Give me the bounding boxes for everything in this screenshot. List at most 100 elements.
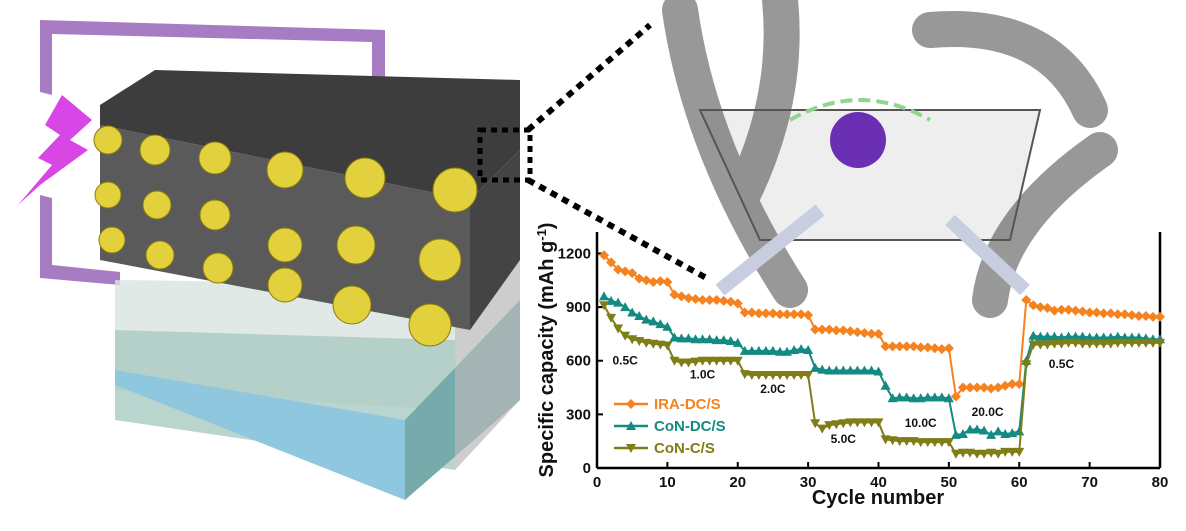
data-point: [669, 289, 680, 300]
data-point: [599, 301, 610, 311]
series-con-c-s: [599, 301, 1165, 459]
polysulfide-sphere: [830, 112, 886, 168]
data-point: [662, 341, 673, 351]
data-point: [1098, 332, 1109, 342]
data-point: [894, 392, 905, 402]
data-point: [1063, 304, 1074, 315]
data-point: [669, 332, 680, 342]
data-point: [887, 436, 898, 446]
data-point: [725, 296, 736, 307]
data-point: [739, 370, 750, 380]
data-point: [852, 327, 863, 338]
data-point: [866, 328, 877, 339]
data-point: [1014, 447, 1025, 457]
data-point: [1133, 311, 1144, 322]
data-point: [1140, 338, 1151, 348]
data-point: [606, 257, 617, 268]
data-point: [1147, 338, 1158, 348]
data-point: [964, 424, 975, 434]
data-point: [979, 449, 990, 459]
data-point: [972, 449, 983, 459]
data-point: [950, 449, 961, 459]
data-point: [739, 345, 750, 355]
data-point: [676, 333, 687, 343]
data-point: [1133, 338, 1144, 348]
data-point: [655, 319, 666, 329]
data-point: [993, 426, 1004, 436]
data-point: [620, 266, 631, 277]
data-point: [922, 392, 933, 402]
data-point: [1028, 300, 1039, 311]
x-tick-label: 40: [870, 474, 887, 491]
data-point: [746, 345, 757, 355]
data-point: [627, 268, 638, 279]
data-point: [887, 393, 898, 403]
sulfur-particles: [93, 125, 478, 347]
data-point: [627, 307, 638, 317]
data-point: [824, 324, 835, 335]
data-point: [901, 437, 912, 447]
data-point: [1098, 339, 1109, 349]
data-point: [599, 291, 610, 301]
data-point: [634, 311, 645, 321]
data-point: [824, 421, 835, 431]
battery-layers: [115, 230, 520, 500]
data-point: [690, 294, 701, 305]
data-point: [957, 382, 968, 393]
data-point: [979, 382, 990, 393]
data-point: [1035, 340, 1046, 350]
data-point: [859, 365, 870, 375]
data-point: [683, 293, 694, 304]
data-point: [1056, 304, 1067, 315]
data-point: [894, 437, 905, 447]
data-point: [739, 307, 750, 318]
data-point: [880, 341, 891, 352]
data-point: [922, 342, 933, 353]
data-point: [1105, 339, 1116, 349]
data-point: [1077, 306, 1088, 317]
data-point: [880, 435, 891, 445]
data-point: [753, 308, 764, 319]
data-point: [1049, 339, 1060, 349]
data-point: [697, 356, 708, 366]
data-point: [817, 424, 828, 434]
data-point: [1077, 339, 1088, 349]
data-point: [1042, 331, 1053, 341]
rate-annotation: 10.0C: [905, 416, 937, 430]
nanotube-inset: [662, 0, 1118, 318]
data-point: [1119, 309, 1130, 320]
data-point: [972, 424, 983, 434]
data-point: [789, 345, 800, 354]
data-point: [845, 418, 856, 428]
zoom-line-bottom: [526, 177, 712, 283]
data-point: [922, 438, 933, 448]
data-point: [1007, 378, 1018, 389]
data-point: [718, 295, 729, 306]
data-point: [838, 419, 849, 429]
data-point: [1105, 308, 1116, 319]
data-point: [936, 392, 947, 402]
data-point: [1155, 338, 1165, 348]
rate-annotation: 0.5C: [1049, 357, 1075, 371]
data-point: [1063, 338, 1074, 348]
data-point: [873, 418, 884, 428]
y-axis-label: Specific capacity (mAh g-1): [534, 223, 558, 478]
data-point: [648, 316, 659, 326]
rate-annotation: 2.0C: [760, 382, 786, 396]
data-point: [1070, 331, 1081, 341]
data-point: [767, 371, 778, 381]
data-point: [1000, 380, 1011, 391]
data-point: [838, 365, 849, 375]
data-point: [901, 341, 912, 352]
data-point: [810, 362, 821, 372]
data-point: [803, 345, 814, 354]
data-point: [774, 371, 785, 381]
data-point: [732, 356, 743, 366]
data-point: [655, 340, 666, 350]
data-point: [1091, 339, 1102, 349]
data-point: [831, 420, 842, 430]
data-point: [964, 448, 975, 458]
data-point: [732, 298, 743, 309]
